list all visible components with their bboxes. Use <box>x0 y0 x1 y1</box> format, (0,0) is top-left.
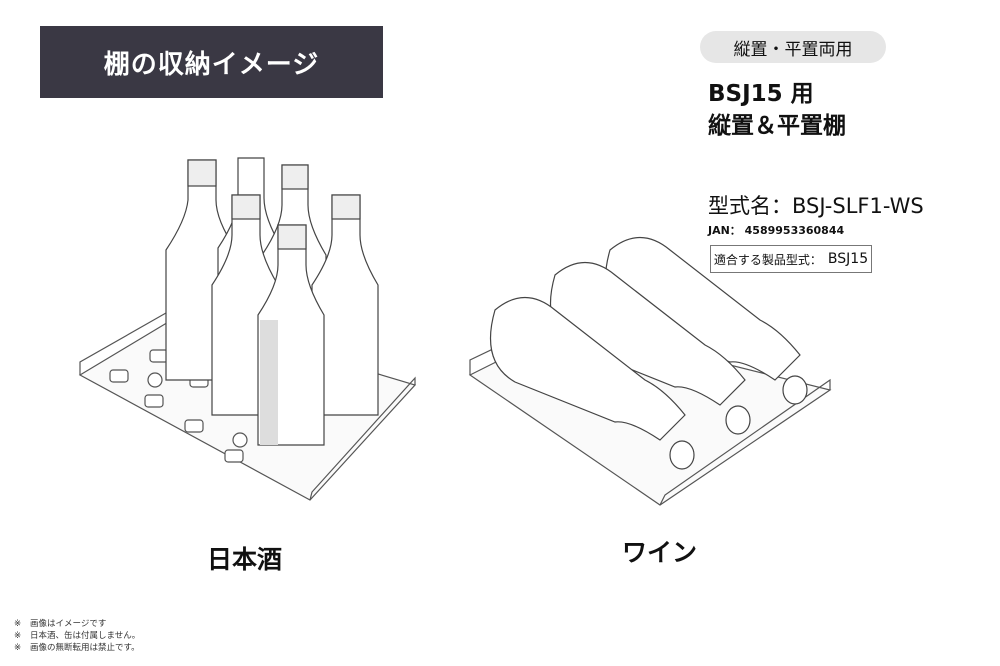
model-number: 型式名：BSJ-SLF1-WS <box>708 194 924 218</box>
note-item: ※画像の無断転用は禁止です。 <box>14 643 140 653</box>
compatible-label: 適合する製品型式： <box>713 252 822 267</box>
product-name-line2: 縦置＆平置棚 <box>708 113 846 139</box>
wine-shelf-illustration <box>468 237 832 506</box>
wine-bottles <box>489 237 808 470</box>
note-item: ※日本酒、缶は付属しません。 <box>14 631 141 641</box>
product-name-line1: BSJ15 用 <box>708 81 814 107</box>
notes: ※画像はイメージです ※日本酒、缶は付属しません。 ※画像の無断転用は禁止です。 <box>14 618 140 654</box>
jan-code: JAN： 4589953360844 <box>708 224 845 237</box>
bottle <box>257 224 325 446</box>
section-title: 棚の収納イメージ <box>40 26 383 98</box>
caption-wine: ワイン <box>622 538 698 567</box>
caption-sake: 日本酒 <box>207 545 283 574</box>
usage-badge: 縦置・平置両用 <box>700 31 886 63</box>
compatible-value: BSJ15 <box>827 251 869 267</box>
bottle <box>311 194 379 416</box>
note-item: ※画像はイメージです <box>14 619 107 629</box>
product-name: BSJ15 用 縦置＆平置棚 <box>708 78 846 142</box>
sake-bottles <box>165 157 379 446</box>
compatible-model-box: 適合する製品型式： BSJ15 <box>710 245 872 273</box>
sake-shelf-illustration <box>78 157 417 501</box>
bottle <box>489 297 695 470</box>
